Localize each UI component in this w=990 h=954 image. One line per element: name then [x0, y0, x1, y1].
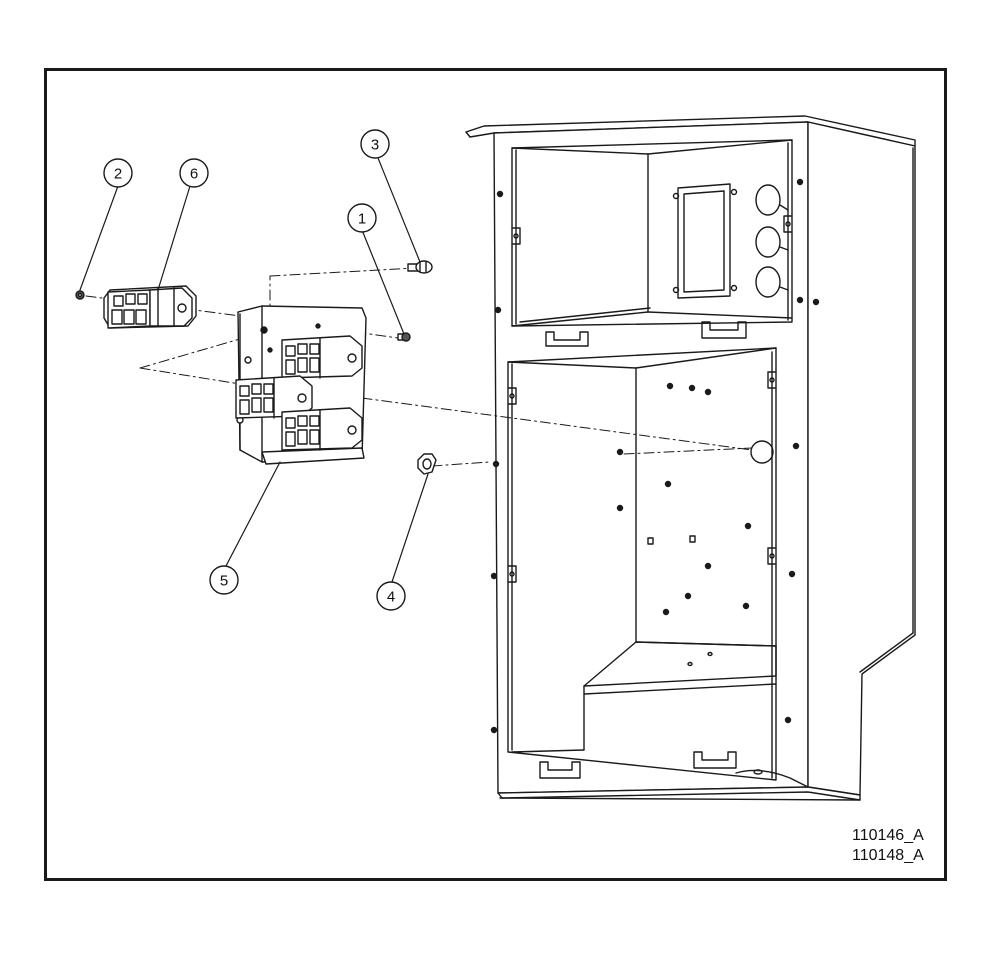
- callout-1-label: 1: [358, 211, 366, 228]
- callout-4-label: 4: [387, 589, 395, 606]
- drawing-number-1: 110146_A: [852, 827, 924, 844]
- callout-2: 2: [103, 158, 133, 188]
- leader-lines: [79, 157, 429, 583]
- callout-1: 1: [347, 203, 377, 233]
- callout-6-label: 6: [190, 166, 198, 183]
- drawing-frame: [44, 68, 947, 881]
- drawing-number-2: 110148_A: [852, 847, 924, 864]
- part-2-nut: [75, 290, 85, 300]
- callout-5-label: 5: [220, 573, 228, 590]
- callout-3: 3: [360, 129, 390, 159]
- part-5-bracket-assembly: [235, 305, 367, 465]
- callout-6: 6: [179, 158, 209, 188]
- enclosure: [465, 115, 916, 801]
- part-4-nut: [417, 453, 437, 475]
- callout-5: 5: [209, 565, 239, 595]
- drawing-numbers: 110146_A 110148_A: [852, 826, 924, 866]
- callout-3-label: 3: [371, 137, 379, 154]
- callout-2-label: 2: [114, 166, 122, 183]
- part-3-screw: [407, 260, 433, 274]
- part-1-screw: [397, 332, 411, 342]
- part-6-terminal-block: [103, 285, 197, 329]
- callout-4: 4: [376, 581, 406, 611]
